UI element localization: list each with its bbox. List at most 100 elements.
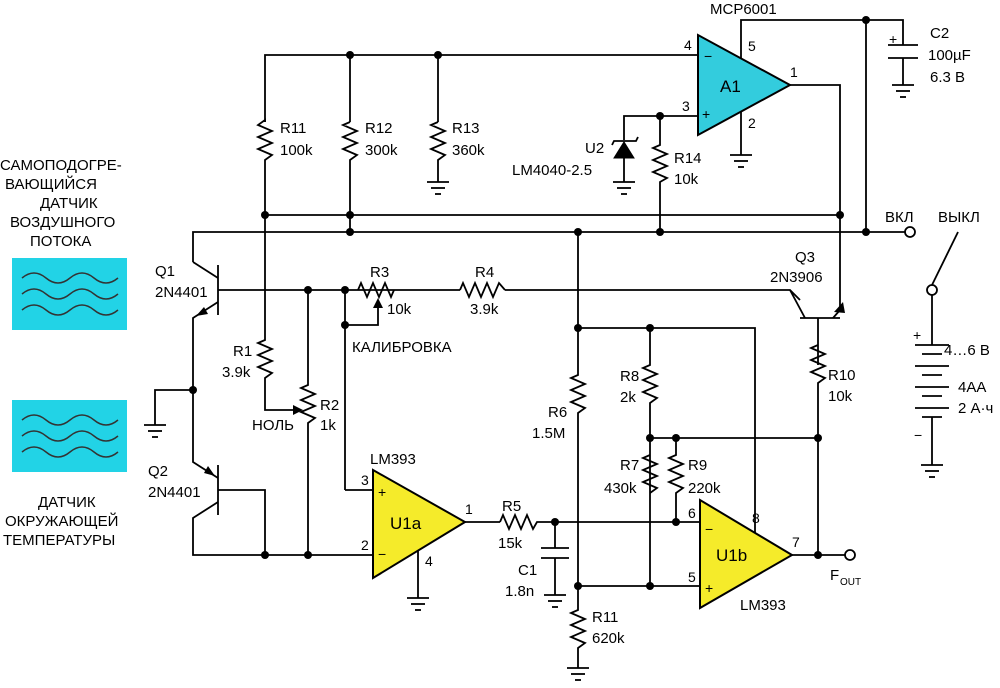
svg-text:R12: R12	[365, 120, 393, 137]
svg-text:6: 6	[688, 505, 696, 521]
svg-text:R10: R10	[828, 367, 856, 384]
a1-pin2: 2	[748, 115, 756, 131]
a1-minus: −	[704, 48, 712, 64]
svg-text:R1: R1	[233, 343, 252, 360]
svg-text:2N4401: 2N4401	[155, 284, 208, 301]
svg-text:F: F	[830, 567, 839, 584]
svg-text:3.9k: 3.9k	[470, 301, 499, 318]
svg-text:R14: R14	[674, 150, 702, 167]
svg-text:220k: 220k	[688, 480, 721, 497]
capacitor-c1: C1 1.8n	[505, 522, 569, 600]
resistor-r13: R13 360k	[428, 120, 485, 182]
c2-name: C2	[930, 25, 949, 42]
svg-text:100k: 100k	[280, 142, 313, 159]
battery-capacity: 2 А·ч	[958, 400, 993, 417]
a1-pin3: 3	[682, 98, 690, 114]
svg-text:Q3: Q3	[795, 249, 815, 266]
svg-text:ДАТЧИК: ДАТЧИК	[40, 195, 98, 212]
resistor-r7: R7 430k	[604, 454, 660, 497]
svg-text:15k: 15k	[498, 535, 523, 552]
svg-text:R13: R13	[452, 120, 480, 137]
c2-voltage: 6.3 В	[930, 69, 965, 86]
potentiometer-r2: R2 1k НОЛЬ	[252, 290, 339, 555]
potentiometer-r3: R3 10k КАЛИБРОВКА	[344, 264, 452, 356]
svg-text:2: 2	[361, 537, 369, 553]
svg-text:ВЫКЛ: ВЫКЛ	[938, 209, 980, 226]
comparator-u1b: U1b LM393 − + 6 5 8 7	[688, 498, 800, 614]
svg-text:360k: 360k	[452, 142, 485, 159]
resistor-r1: R1 3.9k	[222, 215, 300, 411]
svg-text:ПОТОКА: ПОТОКА	[30, 233, 91, 250]
svg-text:10k: 10k	[387, 301, 412, 318]
svg-text:R6: R6	[548, 404, 567, 421]
svg-text:R11: R11	[592, 609, 618, 626]
svg-text:R5: R5	[502, 498, 521, 515]
zener-u2: U2 LM4040-2.5	[512, 136, 639, 182]
svg-text:620k: 620k	[592, 630, 625, 647]
a1-pin4: 4	[684, 37, 692, 53]
svg-text:300k: 300k	[365, 142, 398, 159]
svg-text:U1b: U1b	[716, 546, 747, 565]
svg-text:ВКЛ: ВКЛ	[885, 209, 914, 226]
svg-text:430k: 430k	[604, 480, 637, 497]
svg-text:1.5M: 1.5M	[532, 425, 565, 442]
svg-text:U1a: U1a	[390, 514, 422, 533]
svg-text:ОКРУЖАЮЩЕЙ: ОКРУЖАЮЩЕЙ	[5, 512, 118, 530]
svg-text:3: 3	[361, 472, 369, 488]
svg-text:10k: 10k	[828, 388, 853, 405]
zero-label: НОЛЬ	[252, 417, 294, 434]
svg-text:5: 5	[688, 569, 696, 585]
svg-text:LM4040-2.5: LM4040-2.5	[512, 162, 592, 179]
a1-pin5: 5	[748, 38, 756, 54]
svg-text:−: −	[378, 546, 386, 562]
svg-text:U2: U2	[585, 140, 604, 157]
battery: + − 4…6 В 4AA 2 А·ч	[913, 327, 993, 465]
resistor-r10: R10 10k	[808, 344, 856, 555]
sensor-airflow: САМОПОДОГРЕ- ВАЮЩИЙСЯ ДАТЧИК ВОЗДУШНОГО …	[0, 157, 127, 330]
resistor-r12: R12 300k	[340, 120, 398, 232]
resistor-r6: R6 1.5M	[532, 232, 588, 586]
svg-text:R3: R3	[370, 264, 389, 281]
svg-text:−: −	[705, 521, 713, 537]
a1-label: A1	[720, 77, 741, 96]
calibration-label: КАЛИБРОВКА	[352, 339, 452, 356]
svg-text:4: 4	[425, 553, 433, 569]
svg-text:1.8n: 1.8n	[505, 583, 534, 600]
output-terminal: F OUT	[830, 549, 861, 588]
svg-text:7: 7	[792, 534, 800, 550]
svg-text:+: +	[705, 580, 713, 596]
svg-text:−: −	[914, 427, 922, 443]
svg-text:LM393: LM393	[740, 597, 786, 614]
svg-text:Q1: Q1	[155, 263, 175, 280]
svg-text:2N3906: 2N3906	[770, 269, 823, 286]
svg-text:+: +	[913, 327, 921, 343]
svg-text:САМОПОДОГРЕ-: САМОПОДОГРЕ-	[0, 157, 122, 174]
resistor-r9: R9 220k	[666, 438, 721, 522]
c2-value: 100µF	[928, 47, 971, 64]
resistor-r8: R8 2k	[620, 328, 660, 586]
transistor-q3: Q3 2N3906	[770, 249, 845, 365]
svg-text:+: +	[889, 31, 897, 47]
power-rail-top	[264, 51, 698, 122]
svg-text:3.9k: 3.9k	[222, 364, 251, 381]
svg-text:1: 1	[465, 501, 473, 517]
svg-text:LM393: LM393	[370, 451, 416, 468]
resistor-r14: R14 10k	[650, 116, 702, 232]
svg-text:R11: R11	[280, 120, 306, 137]
battery-type: 4AA	[958, 379, 986, 396]
transistor-q1: Q1 2N4401	[155, 261, 578, 390]
svg-text:8: 8	[752, 510, 760, 526]
capacitor-c2: + C2 100µF 6.3 В	[888, 25, 971, 86]
svg-text:1k: 1k	[320, 417, 336, 434]
a1-plus: +	[702, 106, 710, 122]
battery-voltage: 4…6 В	[944, 342, 990, 359]
svg-text:ВАЮЩИЙСЯ: ВАЮЩИЙСЯ	[5, 175, 97, 193]
svg-text:+: +	[378, 484, 386, 500]
svg-text:Q2: Q2	[148, 463, 168, 480]
comparator-u1a: U1a LM393 + − 3 2 1 4	[361, 451, 473, 580]
svg-text:2N4401: 2N4401	[148, 484, 201, 501]
power-switch: ВКЛ ВЫКЛ	[885, 209, 980, 345]
transistor-q2: Q2 2N4401	[148, 390, 373, 556]
svg-text:ДАТЧИК: ДАТЧИК	[38, 494, 96, 511]
